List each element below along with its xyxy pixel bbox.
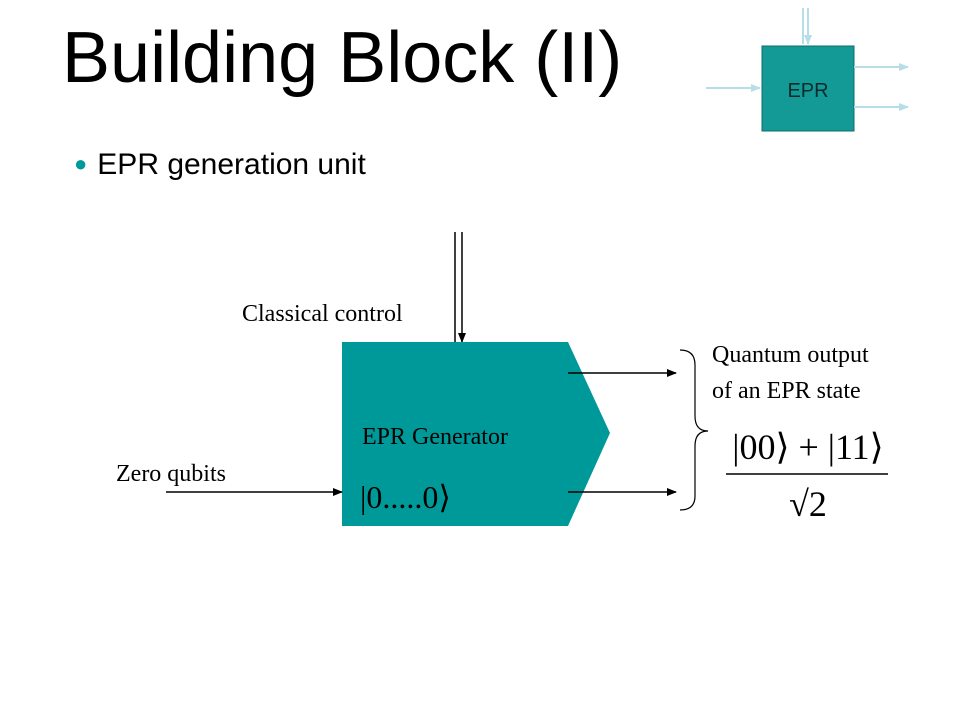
- output-label-line1: Quantum output: [712, 342, 869, 368]
- bullet-dot-icon: ●: [74, 151, 88, 176]
- slide-title: Building Block (II): [62, 18, 623, 98]
- classical-control-label: Classical control: [242, 301, 403, 327]
- output-label-line2: of an EPR state: [712, 378, 861, 404]
- bullet-text: EPR generation unit: [97, 148, 366, 181]
- epr-generator-block: [342, 342, 610, 526]
- icon-box: [761, 45, 855, 132]
- epr-icon: EPR: [706, 8, 909, 132]
- formula-denominator: √2: [789, 484, 827, 524]
- bullet-item: ● EPR generation unit: [74, 148, 366, 182]
- input-state-ket: |0.....0⟩: [360, 479, 451, 515]
- output-brace: [679, 349, 709, 511]
- zero-qubits-label: Zero qubits: [116, 461, 226, 487]
- icon-label: EPR: [787, 80, 828, 102]
- formula-numerator: |00⟩ + |11⟩: [732, 427, 883, 467]
- epr-generator-label: EPR Generator: [362, 424, 508, 450]
